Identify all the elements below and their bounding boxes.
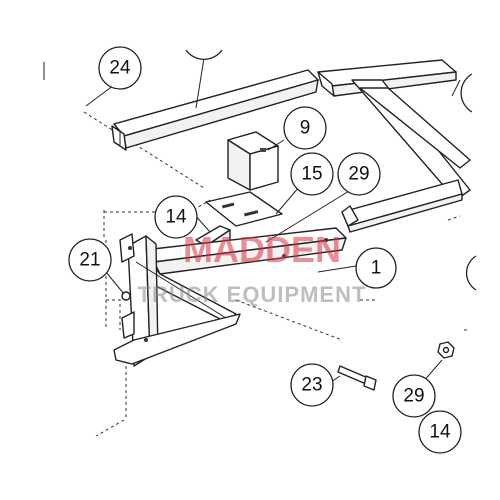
callout-label: 21 (79, 250, 100, 271)
callout-14-top: 14 (154, 195, 198, 239)
part-15-plate (205, 191, 283, 227)
watermark-logo: MADDEN TRUCK EQUIPMENT (138, 229, 367, 307)
callout-1: 1 (355, 247, 397, 289)
side-long-tube (341, 179, 463, 233)
callout-14-bottom: 14 (418, 410, 462, 454)
callout-label: 14 (429, 422, 451, 443)
part-1-main-mount (113, 227, 347, 367)
part-29-nut-bottom (437, 341, 455, 359)
callout-label: 9 (300, 118, 311, 139)
callout-label: 23 (301, 375, 322, 396)
watermark-line2: TRUCK EQUIPMENT (138, 282, 367, 307)
part-9-block (227, 131, 279, 191)
callout-9: 9 (283, 106, 327, 150)
callout-label: 1 (371, 258, 382, 279)
callout-29-bottom: 29 (392, 374, 436, 418)
callout-23: 23 (290, 363, 334, 407)
callout-label: 29 (403, 386, 424, 407)
callout-label: 15 (301, 164, 322, 185)
upper-frame-rails (317, 59, 471, 201)
callout-21: 21 (68, 238, 112, 282)
part-23-bolt (337, 365, 377, 391)
callout-24: 24 (98, 46, 142, 90)
callout-label: 29 (348, 164, 369, 185)
upper-cross-tube (111, 69, 319, 151)
watermark-line1: MADDEN (183, 229, 341, 270)
partial-callouts (185, 49, 477, 291)
callout-label: 24 (109, 58, 131, 79)
callout-label: 14 (165, 207, 187, 228)
callout-15: 15 (290, 152, 334, 196)
callout-29-top: 29 (337, 152, 381, 196)
